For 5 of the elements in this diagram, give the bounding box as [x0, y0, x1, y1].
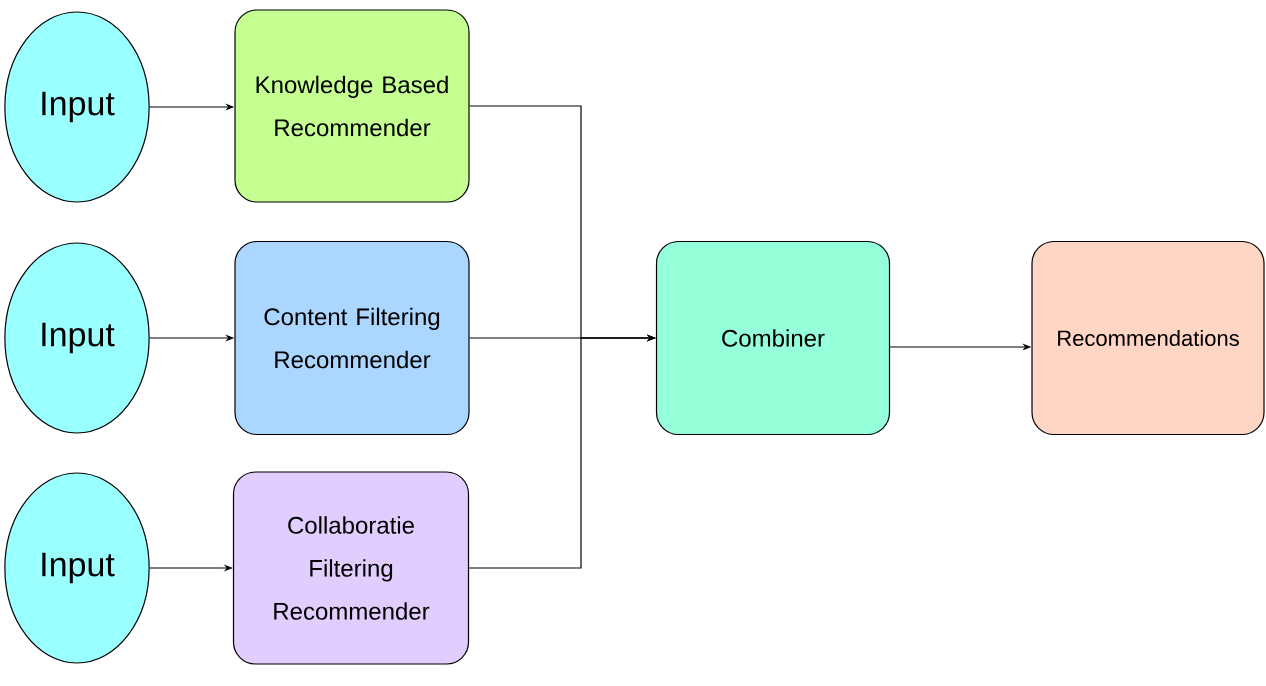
process-box: Knowledge Based Recommender	[234, 9, 470, 203]
process-box: Content Filtering Recommender	[234, 240, 470, 436]
process-box: Combiner	[655, 240, 891, 436]
process-box: Collaboratie Filtering Recommender	[232, 471, 470, 665]
output-box: Recommendations	[1031, 240, 1265, 436]
